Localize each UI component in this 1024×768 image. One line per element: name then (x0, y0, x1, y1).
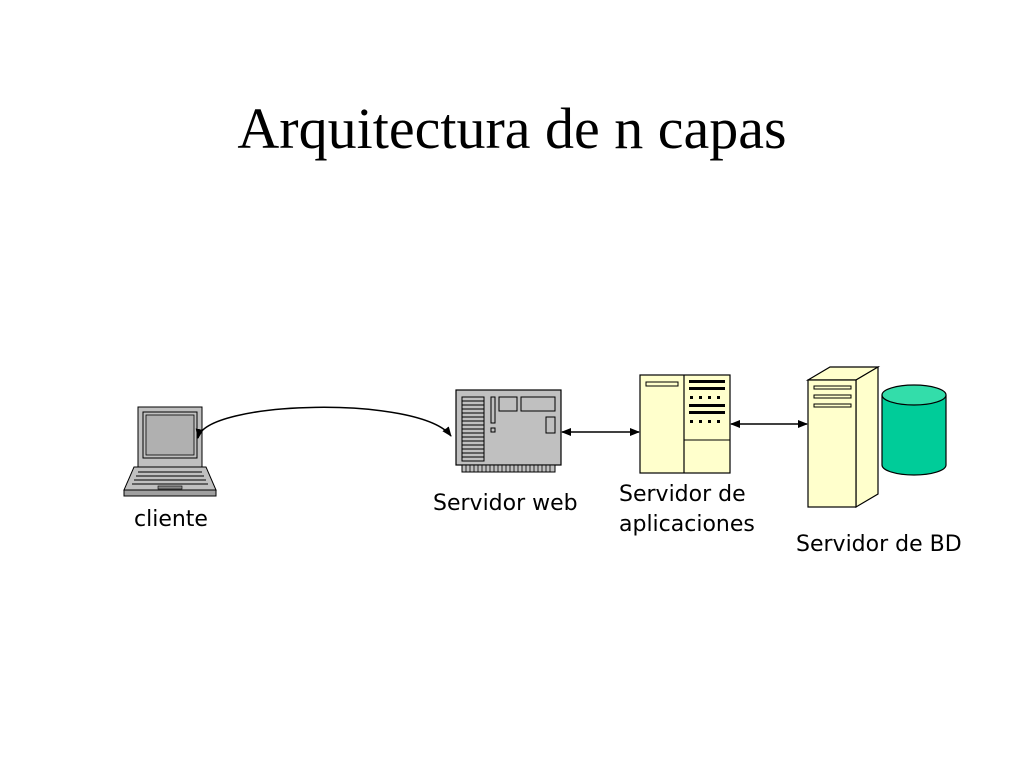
client-label: cliente (134, 507, 208, 532)
application-server-icon (639, 374, 731, 474)
database-cylinder-icon (881, 384, 947, 476)
laptop-icon (123, 406, 217, 497)
database-server-icon (805, 365, 881, 509)
web-server-label: Servidor web (433, 491, 578, 516)
application-server-label-line1: Servidor de (619, 482, 746, 507)
client-web-connection (195, 406, 452, 439)
web-server-icon (455, 389, 562, 473)
application-server-label-line2: aplicaciones (619, 512, 755, 537)
application-server-label: Servidor de aplicaciones (619, 480, 755, 540)
slide-title: Arquitectura de n capas (237, 96, 787, 161)
database-server-label: Servidor de BD (796, 532, 962, 557)
